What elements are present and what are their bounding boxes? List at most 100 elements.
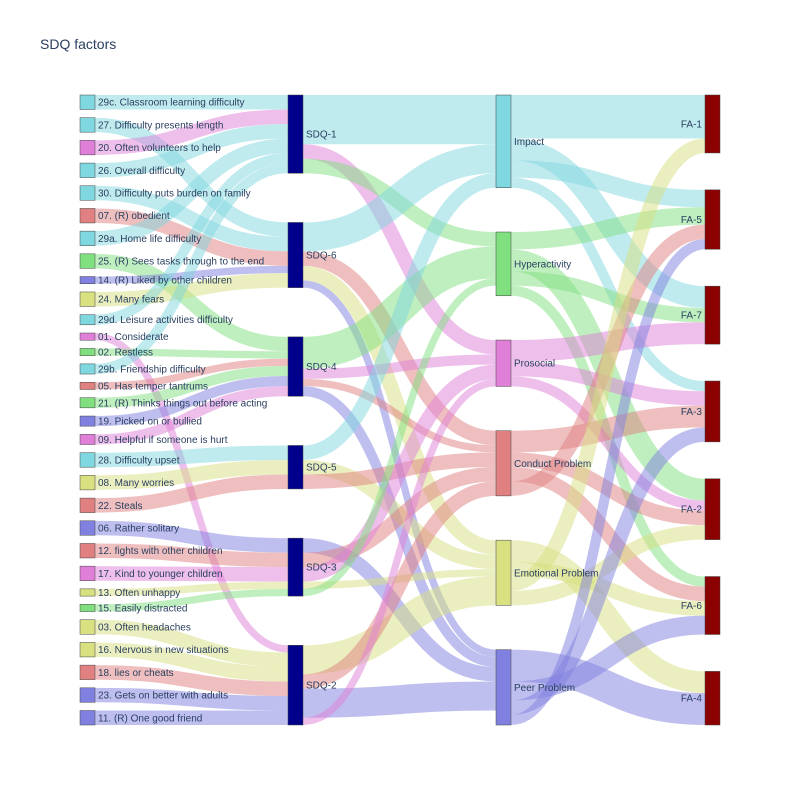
node-label-i14: 14. (R) Liked by other children bbox=[98, 276, 232, 287]
link-sdq2-emot bbox=[302, 576, 497, 675]
link-hyper-fa7 bbox=[510, 271, 706, 323]
node-label-fa7: FA-7 bbox=[681, 311, 703, 322]
node-sdq2 bbox=[287, 645, 304, 726]
node-label-i06: 06. Rather solitary bbox=[98, 524, 179, 535]
link-i02-sdq4 bbox=[94, 348, 289, 359]
node-i26 bbox=[79, 162, 96, 178]
node-label-i21: 21. (R) Thinks things out before acting bbox=[98, 398, 267, 409]
node-label-i20: 20. Often volunteers to help bbox=[98, 143, 221, 154]
node-conduct bbox=[495, 430, 512, 497]
link-i26-sdq1 bbox=[94, 123, 289, 178]
node-label-i15: 15. Easily distracted bbox=[98, 603, 188, 614]
node-i27 bbox=[79, 117, 96, 133]
link-i25-sdq4 bbox=[94, 253, 289, 352]
node-label-i27: 27. Difficulty presents length bbox=[98, 120, 223, 131]
node-label-i29c: 29c. Classroom learning difficulty bbox=[98, 98, 245, 109]
links-layer bbox=[94, 94, 706, 726]
node-i15 bbox=[79, 604, 96, 612]
node-label-peer: Peer Problem bbox=[514, 683, 575, 694]
link-i05-sdq4 bbox=[94, 358, 289, 390]
link-impact-fa5 bbox=[510, 160, 706, 208]
node-label-i18: 18. lies or cheats bbox=[98, 668, 174, 679]
link-i30-sdq6 bbox=[94, 185, 289, 252]
node-i24 bbox=[79, 291, 96, 307]
link-i27-sdq6 bbox=[94, 117, 289, 237]
node-peer bbox=[495, 649, 512, 726]
link-i20-sdq1 bbox=[94, 109, 289, 155]
node-i05 bbox=[79, 381, 96, 390]
node-label-i24: 24. Many fears bbox=[98, 295, 164, 306]
link-i16-sdq2 bbox=[94, 642, 289, 682]
node-fa3 bbox=[704, 380, 721, 443]
link-i08-sdq5 bbox=[94, 459, 289, 490]
link-pros-fa2 bbox=[510, 376, 706, 511]
node-fa7 bbox=[704, 285, 721, 345]
link-i29b-sdq1 bbox=[94, 163, 289, 375]
node-sdq3 bbox=[287, 537, 304, 597]
link-i12-sdq3 bbox=[94, 543, 289, 568]
node-i29c bbox=[79, 94, 96, 110]
node-emot bbox=[495, 539, 512, 606]
node-sdq4 bbox=[287, 336, 304, 397]
node-label-fa3: FA-3 bbox=[681, 407, 703, 418]
link-sdq6-emot bbox=[302, 265, 497, 555]
link-sdq2-conduct bbox=[302, 481, 497, 689]
node-label-i28: 28. Difficulty upset bbox=[98, 455, 180, 466]
node-sdq6 bbox=[287, 222, 304, 288]
link-i29a-sdq1 bbox=[94, 138, 289, 246]
node-label-sdq1: SDQ-1 bbox=[306, 130, 337, 141]
link-i23-sdq2 bbox=[94, 687, 289, 711]
node-label-i25: 25. (R) Sees tasks through to the end bbox=[98, 257, 264, 268]
node-label-i03: 03. Often headaches bbox=[98, 622, 191, 633]
link-i19-sdq4 bbox=[94, 375, 289, 427]
node-label-i12: 12. fights with other children bbox=[98, 546, 223, 557]
link-sdq5-impact bbox=[302, 173, 497, 460]
node-i16 bbox=[79, 642, 96, 658]
node-i06 bbox=[79, 520, 96, 536]
link-i13-sdq3 bbox=[94, 581, 289, 597]
node-label-hyper: Hyperactivity bbox=[514, 259, 571, 270]
link-sdq6-conduct bbox=[302, 251, 497, 446]
node-label-i02: 02. Restless bbox=[98, 348, 153, 359]
node-label-conduct: Conduct Problem bbox=[514, 459, 591, 470]
node-i20 bbox=[79, 140, 96, 156]
node-label-i08: 08. Many worries bbox=[98, 478, 174, 489]
node-label-sdq3: SDQ-3 bbox=[306, 563, 337, 574]
node-i25 bbox=[79, 253, 96, 269]
node-label-emot: Emotional Problem bbox=[514, 568, 598, 579]
node-i11 bbox=[79, 710, 96, 726]
node-label-sdq5: SDQ-5 bbox=[306, 463, 337, 474]
node-i29d bbox=[79, 314, 96, 326]
node-i22 bbox=[79, 497, 96, 513]
node-i29b bbox=[79, 363, 96, 375]
node-label-fa2: FA-2 bbox=[681, 505, 703, 516]
link-i22-sdq5 bbox=[94, 474, 289, 513]
node-i13 bbox=[79, 588, 96, 597]
node-label-i26: 26. Overall difficulty bbox=[98, 166, 185, 177]
link-sdq4-pros bbox=[302, 354, 497, 379]
link-i18-sdq2 bbox=[94, 665, 289, 697]
node-fa1 bbox=[704, 94, 721, 154]
node-pros bbox=[495, 339, 512, 387]
node-label-sdq2: SDQ-2 bbox=[306, 681, 337, 692]
node-label-pros: Prosocial bbox=[514, 359, 555, 370]
node-fa2 bbox=[704, 478, 721, 540]
node-label-i23: 23. Gets on better with adults bbox=[98, 691, 228, 702]
link-hyper-fa5 bbox=[510, 207, 706, 250]
node-label-i30: 30. Difficulty puts burden on family bbox=[98, 189, 251, 200]
node-i19 bbox=[79, 415, 96, 427]
labels-layer: 29c. Classroom learning difficulty 27. Di… bbox=[98, 98, 702, 725]
node-label-sdq4: SDQ-4 bbox=[306, 362, 337, 373]
node-i12 bbox=[79, 543, 96, 559]
node-label-i01: 01. Considerate bbox=[98, 332, 169, 343]
link-peer-fa4 bbox=[510, 649, 706, 725]
link-i21-sdq4 bbox=[94, 365, 289, 408]
node-i01 bbox=[79, 332, 96, 341]
node-sdq1 bbox=[287, 94, 304, 174]
node-i08 bbox=[79, 475, 96, 491]
chart-title: SDQ factors bbox=[40, 36, 117, 52]
node-label-i17: 17. Kind to younger children bbox=[98, 569, 223, 580]
node-label-fa1: FA-1 bbox=[681, 119, 703, 130]
node-i29a bbox=[79, 230, 96, 246]
